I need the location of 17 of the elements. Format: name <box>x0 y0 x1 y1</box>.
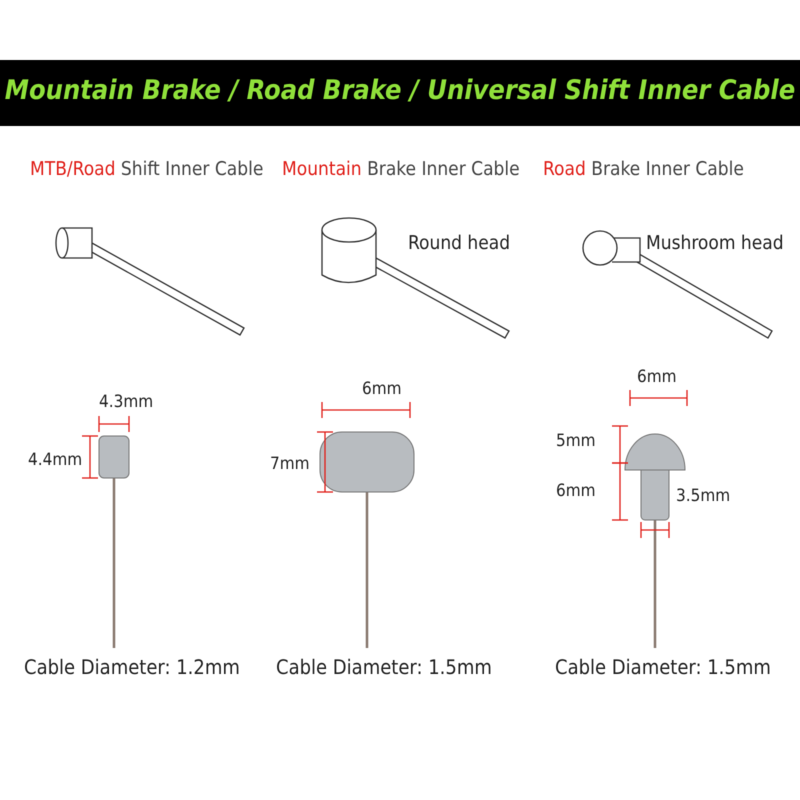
dimension-label: 6mm <box>556 481 596 501</box>
caption: Cable Diameter: 1.5mm <box>276 655 492 679</box>
dimension-label: 7mm <box>270 454 310 474</box>
column-heading: Road Brake Inner Cable <box>543 158 744 180</box>
part-label: Round head <box>408 232 510 254</box>
dimension-label: 6mm <box>637 367 677 387</box>
part-label: Mushroom head <box>646 232 784 254</box>
dimension-label: 4.4mm <box>28 450 82 470</box>
dimension-label: 6mm <box>362 379 402 399</box>
dimension-label: 5mm <box>556 431 596 451</box>
column-heading: Mountain Brake Inner Cable <box>282 158 520 180</box>
dimension-label: 3.5mm <box>676 486 730 506</box>
dimension-label: 4.3mm <box>99 392 154 412</box>
title: Mountain Brake / Road Brake / Universal Shift Inner Cable <box>4 75 796 106</box>
caption: Cable Diameter: 1.5mm <box>555 655 771 679</box>
caption: Cable Diameter: 1.2mm <box>24 655 240 679</box>
column-heading: MTB/Road Shift Inner Cable <box>30 158 264 180</box>
